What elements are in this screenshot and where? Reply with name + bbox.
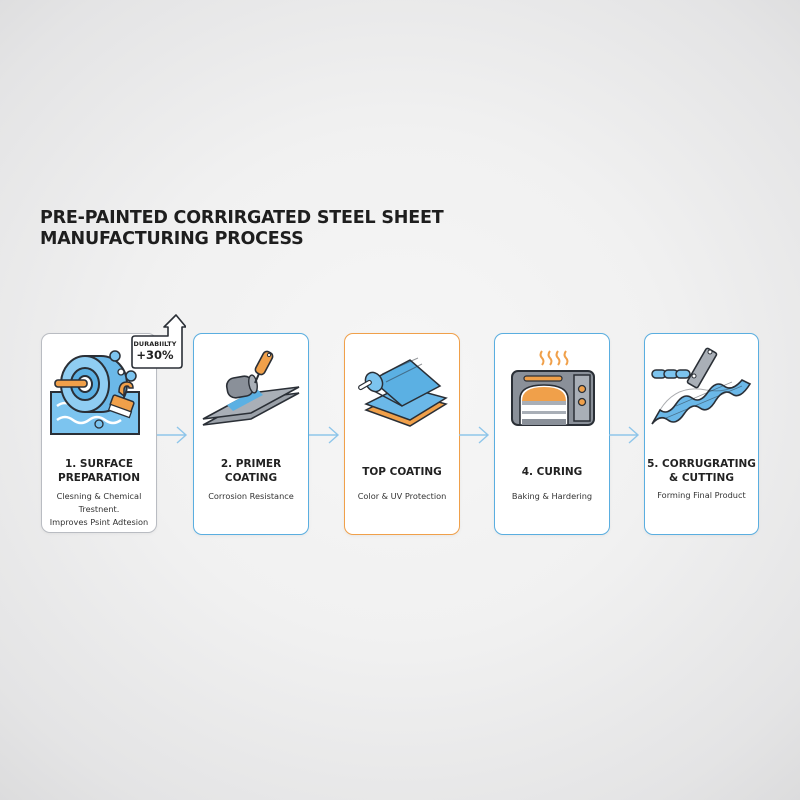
- step-card-corrugating-cutting: 5. CORRUGRATING & CUTTING Forming Final …: [644, 333, 759, 535]
- arrow-right-icon: [459, 426, 490, 444]
- step-title-line-2: COATING: [224, 471, 278, 484]
- step-title-line-1: 5. CORRUGRATING: [647, 458, 756, 470]
- badge-value: +30%: [136, 348, 174, 362]
- corrugated-sheet-cutter-icon: [645, 342, 758, 442]
- step-title-line-1: 1. SURFACE: [64, 458, 134, 470]
- title-line-1: PRE-PAINTED CORRIRGATED STEEL SHEET: [40, 208, 444, 228]
- step-title-line-1: 4. CURING: [521, 466, 583, 478]
- step-title: 1. SURFACE PREPARATION: [44, 458, 154, 485]
- step-title-line-2: PREPARATION: [58, 471, 140, 484]
- step-desc-line-1: Corrosion Resistance: [208, 491, 294, 501]
- step-card-top-coating: TOP COATING Color & UV Protection: [344, 333, 460, 535]
- step-desc-line-1: Forming Final Product: [657, 490, 746, 500]
- step-description: Forming Final Product: [641, 489, 762, 502]
- step-title: 5. CORRUGRATING & CUTTING: [647, 458, 756, 485]
- step-title: TOP COATING: [347, 466, 457, 480]
- badge-label: DURABIILTY: [133, 340, 177, 348]
- step-desc-line-2: Improves Psint Adtesion: [49, 517, 149, 527]
- step-title-line-2: & CUTTING: [669, 471, 734, 484]
- step-desc-line-1: Clesning & Chemical Trestnent.: [56, 491, 142, 514]
- step-card-primer-coating: 2. PRIMER COATING Corrosion Resistance: [193, 333, 309, 535]
- step-desc-line-1: Baking & Hardering: [511, 491, 593, 501]
- arrow-up-icon: [131, 314, 187, 369]
- coating-roll-icon: [345, 342, 459, 442]
- step-description: Color & UV Protection: [341, 490, 463, 503]
- arrow-right-icon: [609, 426, 640, 444]
- step-desc-line-1: Color & UV Protection: [357, 491, 447, 501]
- step-title-line-1: 2. PRIMER: [220, 458, 282, 470]
- step-description: Baking & Hardering: [491, 490, 613, 503]
- arrow-right-icon: [309, 426, 340, 444]
- paint-roller-sheet-icon: [194, 342, 308, 442]
- step-title: 4. CURING: [497, 466, 607, 480]
- step-description: Clesning & Chemical Trestnent. Improves …: [38, 490, 160, 529]
- page-title: PRE-PAINTED CORRIRGATED STEEL SHEET MANU…: [40, 208, 560, 250]
- title-line-2: MANUFACTURING PROCESS: [40, 229, 304, 249]
- roller-cleaning-bath-icon: [42, 342, 156, 442]
- durability-badge: DURABIILTY +30%: [130, 313, 187, 369]
- step-title-line-1: TOP COATING: [362, 466, 442, 478]
- step-description: Corrosion Resistance: [190, 490, 312, 503]
- step-title: 2. PRIMER COATING: [196, 458, 306, 485]
- arrow-right-icon: [157, 426, 188, 444]
- curing-oven-icon: [495, 342, 609, 442]
- step-card-curing: 4. CURING Baking & Hardering: [494, 333, 610, 535]
